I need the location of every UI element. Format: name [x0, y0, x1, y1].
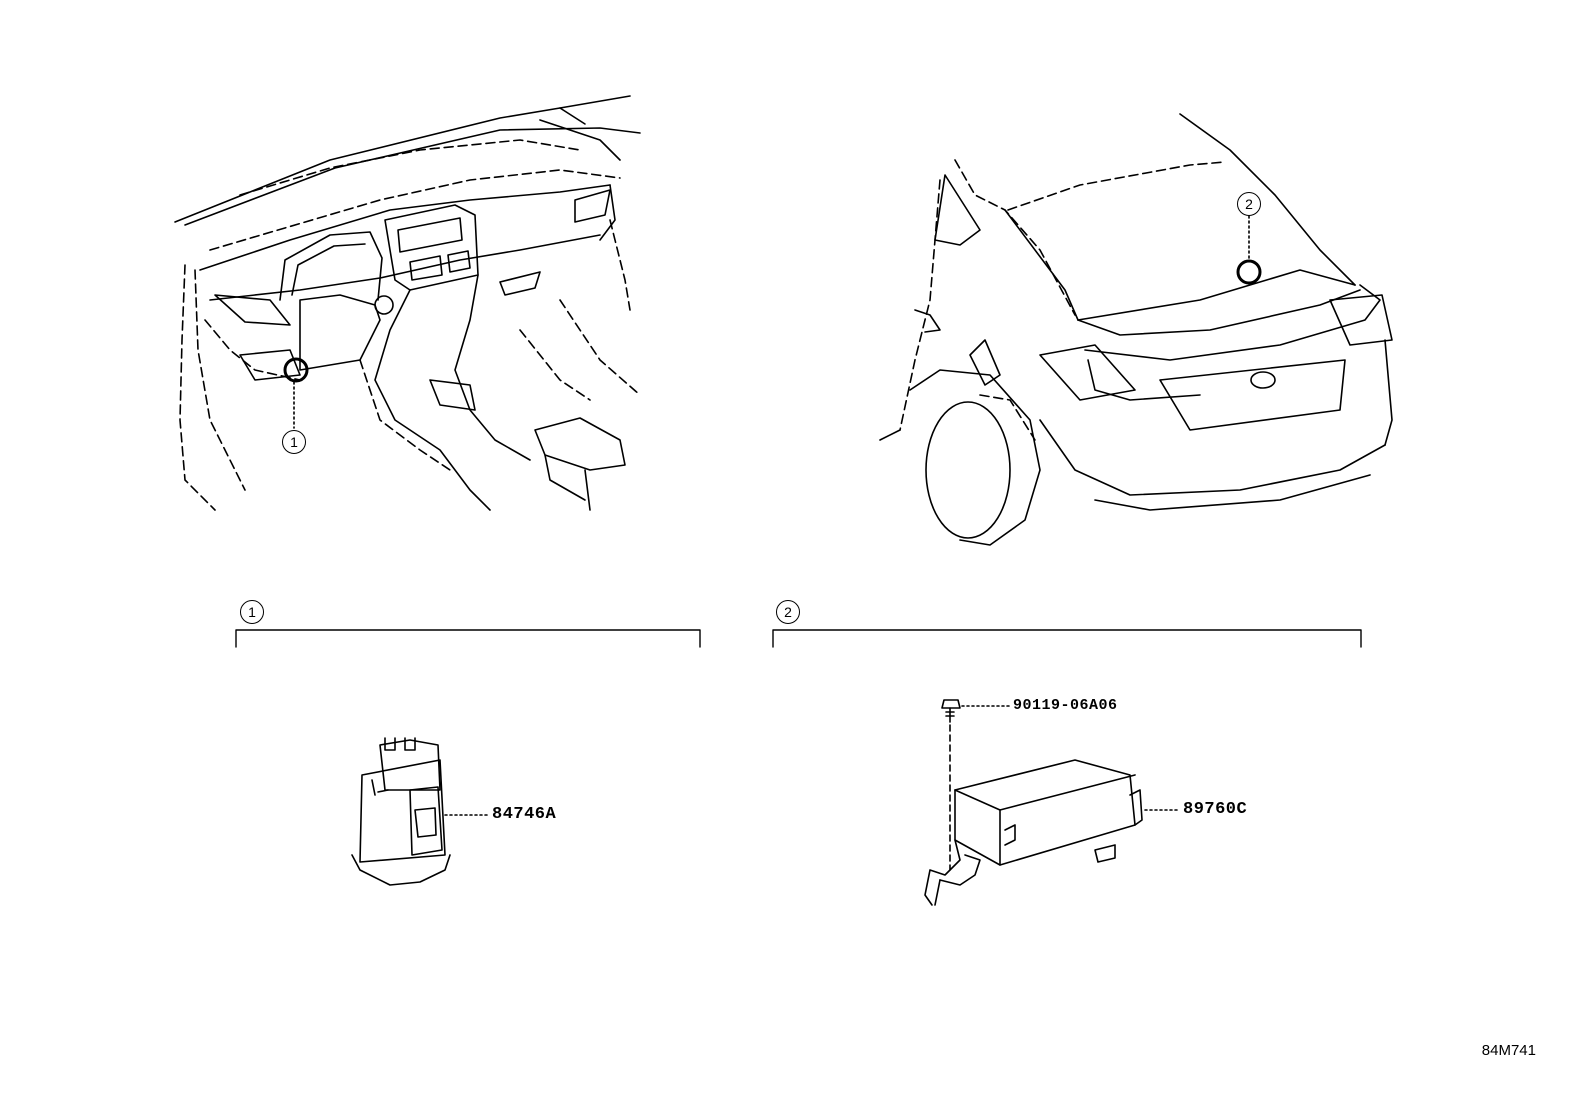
location-callout-1: 1: [282, 430, 306, 454]
part-number-label-84746a[interactable]: 84746A: [492, 805, 557, 824]
vehicle-rear-illustration: [879, 113, 1393, 546]
group-callout-2: 2: [776, 600, 800, 624]
figure-id: 84M741: [1481, 1042, 1536, 1059]
dashboard-interior-illustration: [174, 95, 641, 511]
part-number-label-90119-06a06[interactable]: 90119-06A06: [1013, 697, 1118, 714]
part-number-label-89760c[interactable]: 89760C: [1183, 800, 1248, 819]
group-callout-1: 1: [240, 600, 264, 624]
location-callout-2: 2: [1237, 192, 1261, 216]
switch-part-illustration: [351, 737, 491, 886]
group-bracket-2: [772, 629, 1362, 648]
module-part-illustration: [924, 699, 1181, 906]
group-bracket-1: [235, 629, 701, 648]
